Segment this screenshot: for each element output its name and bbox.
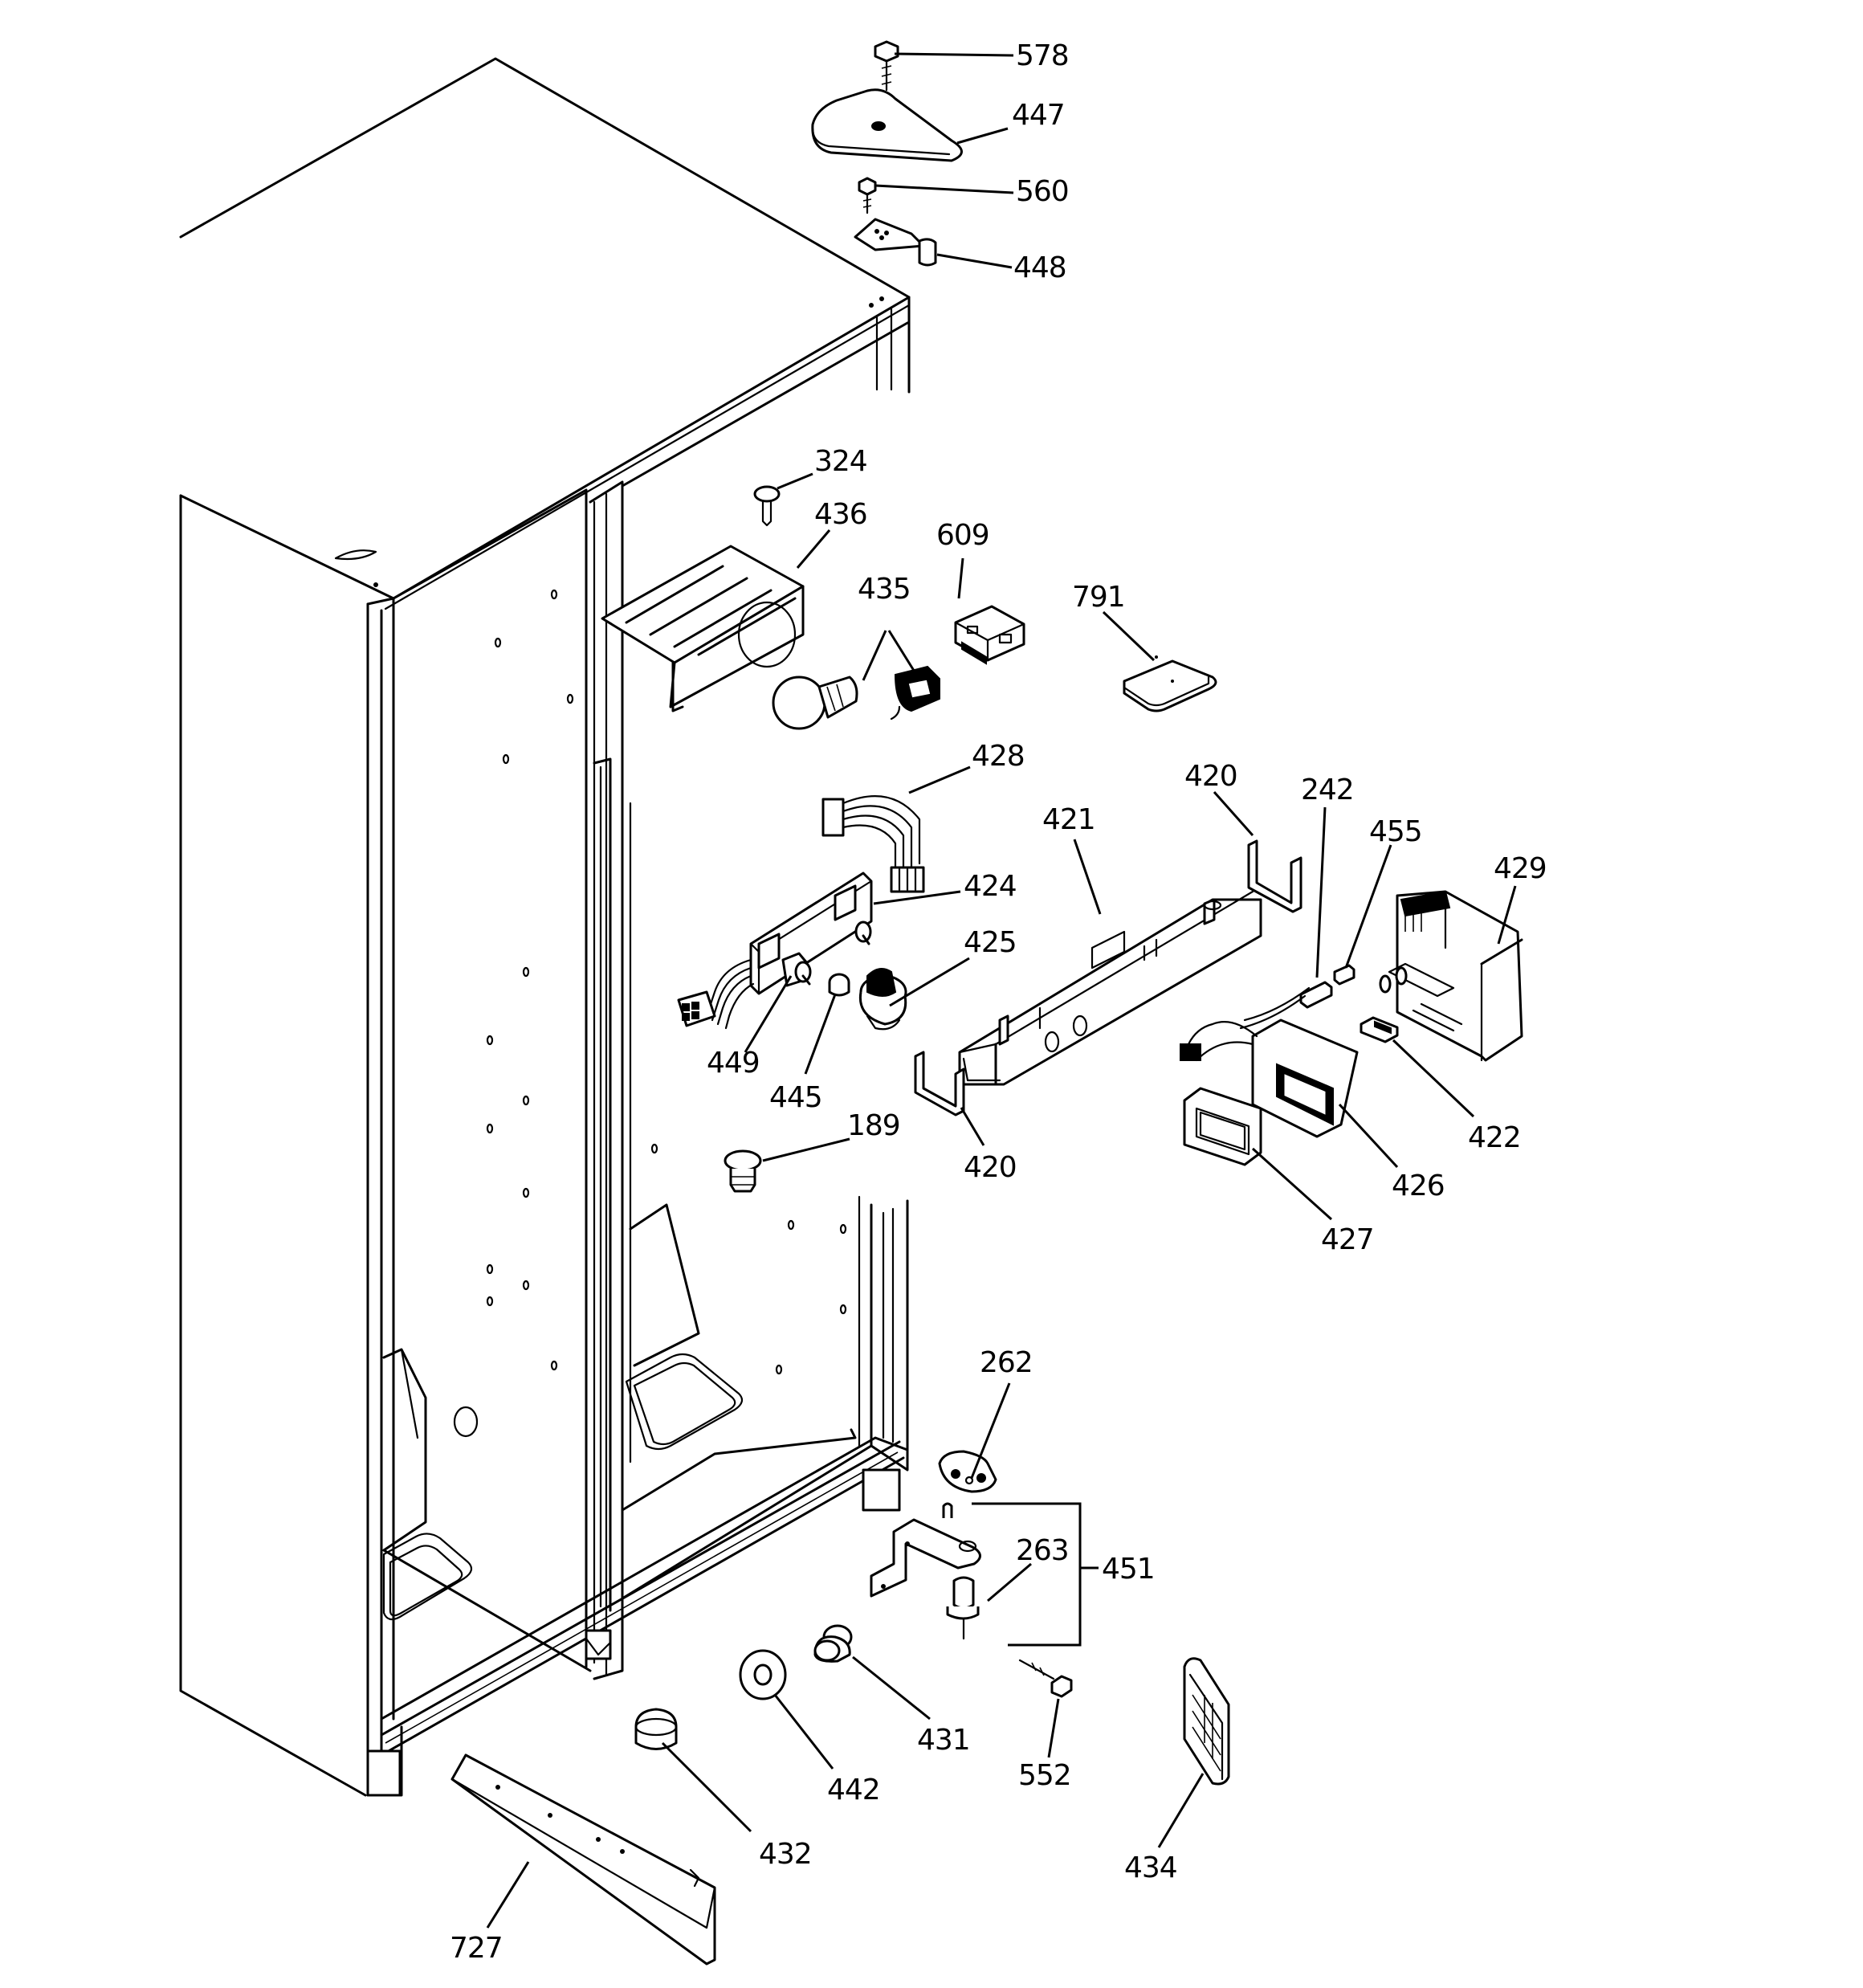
callout-262: 262 [980,1346,1033,1379]
callout-324: 324 [814,445,867,478]
callout-447: 447 [1012,99,1065,132]
part-262-cam [938,1450,997,1493]
part-189-plug [724,1149,762,1193]
callout-189: 189 [847,1109,900,1142]
part-442-washer [739,1649,787,1700]
part-447-hinge-cover [811,88,963,162]
callout-420-upper: 420 [1184,760,1237,793]
callout-421: 421 [1042,803,1095,836]
cabinet-holes [453,589,847,1438]
part-578-screw [874,40,899,92]
callout-727: 727 [450,1932,503,1965]
callout-427: 427 [1321,1223,1374,1256]
part-451-hinge-bracket [870,1502,981,1598]
part-435-socket [890,665,940,720]
callout-552: 552 [1018,1759,1071,1792]
part-791-cover [1123,655,1217,712]
callout-426: 426 [1392,1170,1445,1202]
part-455-connector [1333,964,1355,986]
callout-791: 791 [1072,581,1125,614]
bracket-451 [972,1502,1082,1647]
part-609-switch [954,605,1025,665]
callout-428: 428 [972,740,1025,773]
callout-420-lower: 420 [964,1151,1017,1184]
part-420-clip-lower [914,1051,965,1116]
part-324-fastener [753,485,781,527]
part-263-pin [946,1576,980,1640]
part-445-bushing [828,973,850,997]
callout-242: 242 [1301,774,1354,806]
part-426-light-module [1180,986,1359,1138]
part-429-dispenser-box [1379,890,1523,1062]
part-431-spacer [813,1624,853,1663]
part-432-bushing [634,1708,678,1750]
callout-445: 445 [769,1081,822,1114]
callout-263: 263 [1016,1534,1069,1567]
part-436-light-shield [601,545,805,712]
refrigerator-cabinet [179,57,911,1797]
part-434-grille [1183,1657,1230,1786]
leader-lines [486,52,1517,1929]
callout-435: 435 [858,573,911,606]
callout-labels: 578 447 560 448 324 436 609 435 791 428 … [450,39,1547,1965]
part-560-screw [858,177,877,214]
callout-449: 449 [707,1047,760,1080]
callout-436: 436 [814,498,867,531]
part-427-bezel [1183,1087,1262,1166]
part-420-clip-upper [1247,839,1302,913]
part-421-dispenser-housing [958,890,1262,1086]
part-425-control-knob [858,968,907,1031]
part-435-light-bulb [772,676,858,730]
part-422-clip [1360,1016,1399,1043]
part-552-screw [1018,1659,1073,1698]
callout-455: 455 [1369,815,1422,848]
callout-424: 424 [964,870,1017,903]
callout-560: 560 [1016,175,1069,208]
callout-448: 448 [1013,251,1066,284]
callout-442: 442 [827,1774,880,1806]
callout-429: 429 [1494,852,1547,885]
callout-431: 431 [917,1724,970,1757]
callout-609: 609 [936,519,989,552]
part-448-hinge [854,218,937,267]
callout-434: 434 [1124,1851,1177,1884]
part-727-kickplate [450,1753,716,1966]
callout-422: 422 [1468,1121,1521,1154]
callout-432: 432 [759,1838,812,1871]
callout-425: 425 [964,926,1017,959]
part-242-sensor [1299,981,1333,1009]
callout-451: 451 [1102,1553,1155,1586]
part-428-wire-harness [821,794,925,893]
callout-578: 578 [1016,39,1069,72]
